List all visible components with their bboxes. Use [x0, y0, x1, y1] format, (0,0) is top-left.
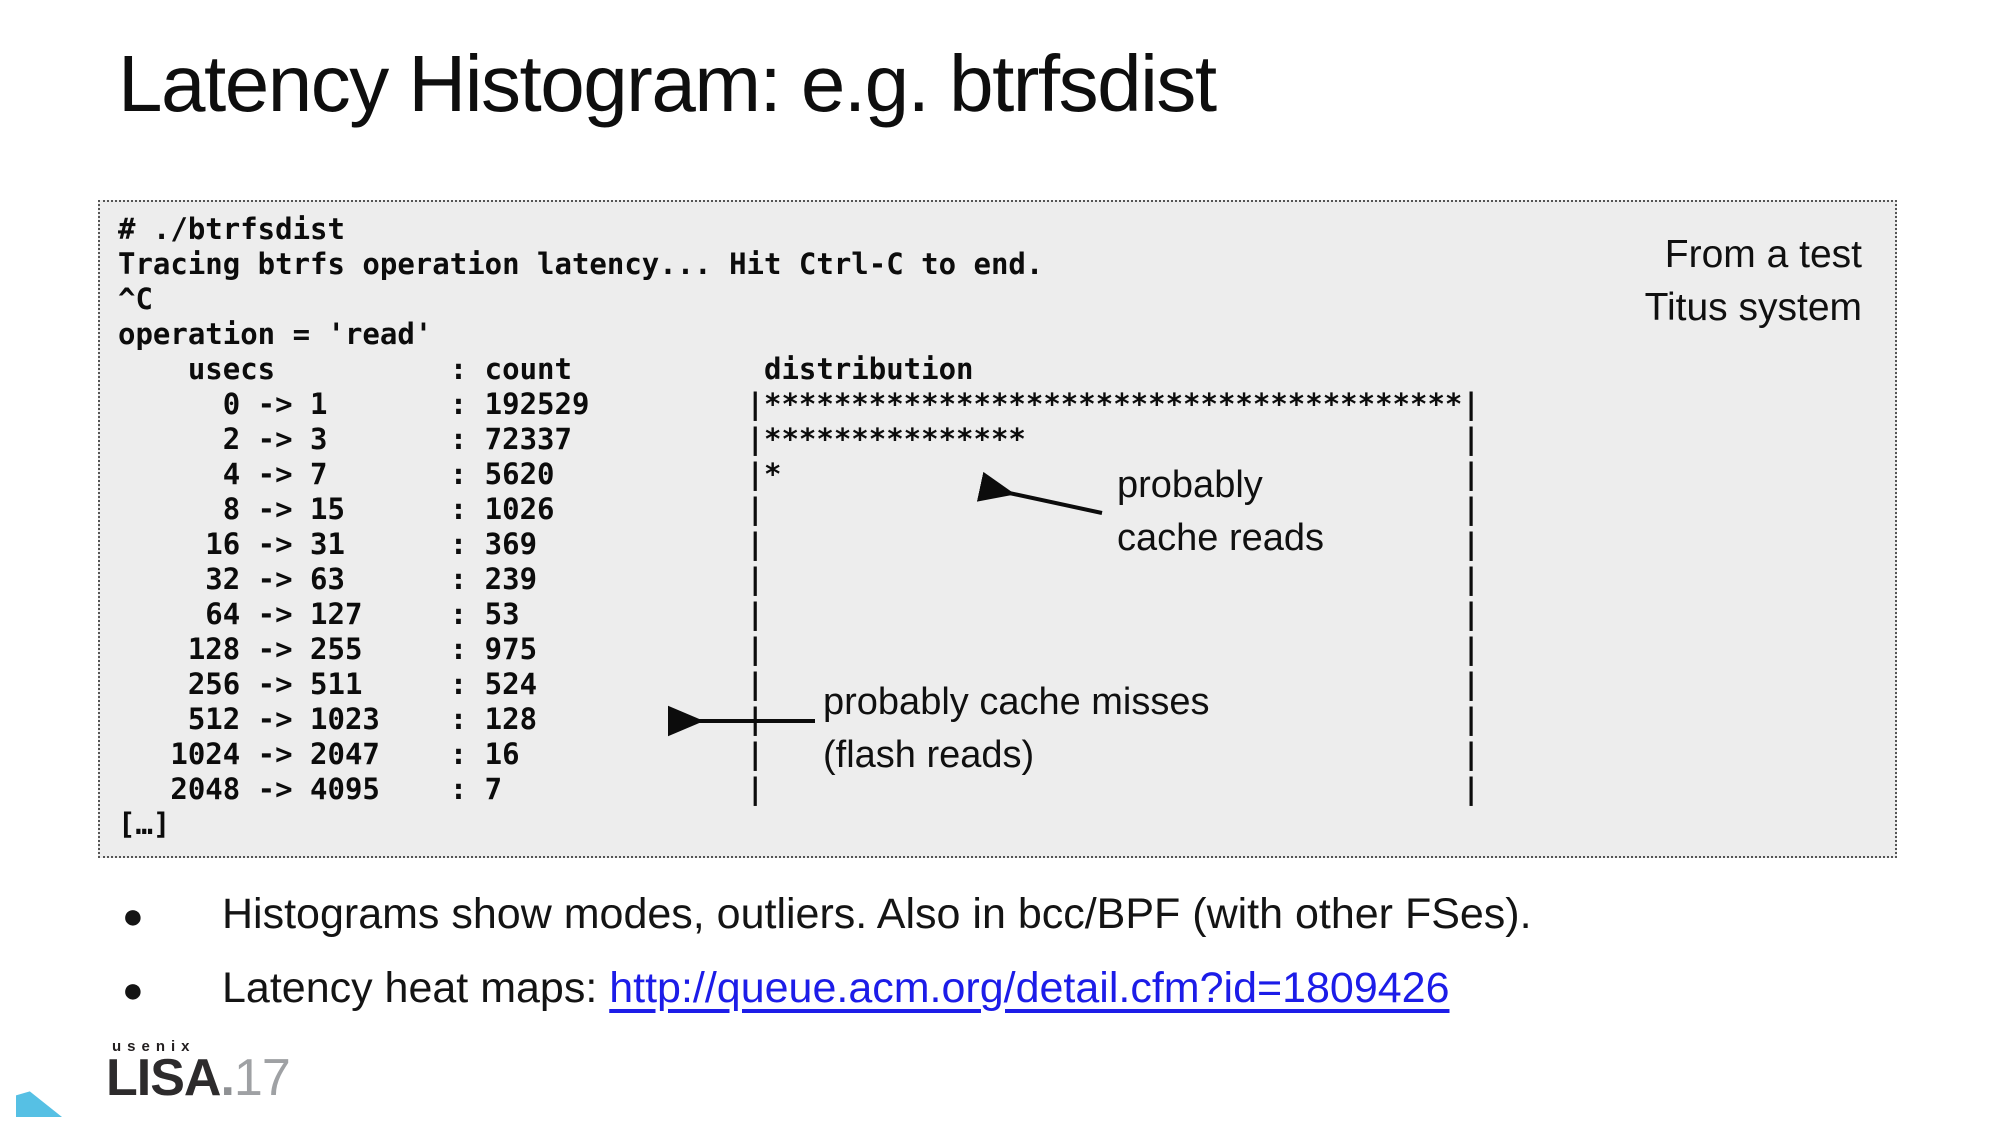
annotation-line: cache reads: [1117, 517, 1325, 559]
terminal-output: # ./btrfsdist Tracing btrfs operation la…: [118, 212, 1480, 841]
bullet-text-prefix: Latency heat maps:: [222, 964, 610, 1012]
annotation-line: probably: [1117, 464, 1263, 506]
lisa-wordmark: LISA.17: [106, 1049, 291, 1107]
note-titus-system: From a test Titus system: [1645, 228, 1862, 334]
heatmap-article-link[interactable]: http://queue.acm.org/detail.cfm?id=18094…: [609, 964, 1450, 1012]
lisa-triangle-icon: [16, 1091, 62, 1117]
usenix-wordmark: usenix: [112, 1038, 196, 1055]
annotation-line: probably cache misses: [823, 681, 1210, 723]
bullet-item-histograms: ● Histograms show modes, outliers. Also …: [122, 890, 1532, 942]
bullet-icon: ●: [122, 969, 144, 1010]
terminal-output-panel: # ./btrfsdist Tracing btrfs operation la…: [98, 200, 1897, 858]
bullet-text: Histograms show modes, outliers. Also in…: [222, 890, 1532, 938]
annotation-cache-misses: probably cache misses (flash reads): [823, 676, 1210, 782]
lisa17-logo: usenix LISA.17: [0, 1030, 320, 1125]
bullet-icon: ●: [122, 895, 144, 936]
note-line: From a test: [1664, 233, 1862, 276]
bullet-item-heatmaps: ● Latency heat maps: http://queue.acm.or…: [122, 964, 1450, 1016]
annotation-cache-reads: probably cache reads: [1117, 459, 1324, 565]
annotation-line: (flash reads): [823, 734, 1035, 776]
page-title: Latency Histogram: e.g. btrfsdist: [118, 39, 1217, 128]
note-line: Titus system: [1644, 286, 1862, 329]
bullet-text: Latency heat maps: http://queue.acm.org/…: [222, 964, 1450, 1016]
